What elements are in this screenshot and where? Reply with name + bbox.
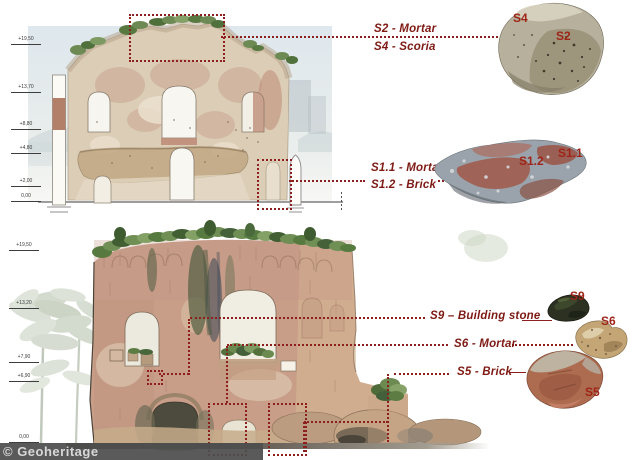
tag-s9: S9 [570,289,585,303]
leader-line-s6-vertical [226,346,228,403]
bottom-elevation-drawing [9,220,508,451]
tag-s11: S1.1 [558,146,583,160]
elevation-value: 0,00 [21,193,31,199]
tag-s4: S4 [513,11,528,25]
elevation-mark: +19,50 [11,36,41,45]
leader-line-s5-to-sample [509,372,526,373]
elevation-mark: +4,80 [11,145,41,154]
elevation-mark: +2,00 [11,178,41,187]
elevation-mark: +8,80 [11,121,41,130]
elevation-mark: +13,20 [9,300,39,309]
sample-photo-s2-s4 [498,2,604,95]
elevation-value: +8,80 [19,121,33,127]
elevation-value: +7,90 [17,354,31,360]
sample-area-box-s9 [147,370,163,385]
elevation-value: 0,00 [19,434,29,440]
elevation-mark: +13,70 [11,84,41,93]
watermark-bar [0,443,263,460]
elevation-value: +13,70 [18,84,34,90]
sample-area-box-bottom-center [268,403,307,456]
label-s9-building-stone: S9 – Building stone [430,310,541,322]
elevation-mark: +19,50 [9,242,39,251]
top-elevation-drawing [28,15,343,213]
elevation-mark: 0,00 [11,193,41,202]
leader-line-s9 [190,317,425,319]
sample-area-box-s2-s4 [129,14,225,62]
elevation-value: +6,90 [17,373,31,379]
leader-line-s9-stub [159,373,189,375]
leader-line-s9-vertical [188,319,190,375]
elevation-value: +4,80 [19,145,33,151]
label-s11-mortar: S1.1 - Mortar [371,162,444,174]
leader-line-s6 [227,344,448,346]
leader-line-s2-s4 [221,36,498,38]
elevation-value: +13,20 [16,300,32,306]
label-s5-brick: S5 - Brick [457,366,513,378]
sample-photo-s5 [526,350,604,409]
sample-photo-s1 [434,139,587,204]
label-s12-brick: S1.2 - Brick [371,179,437,191]
sample-photo-s9 [547,294,590,322]
elevation-value: +2,00 [19,178,33,184]
elevation-value: +19,50 [16,242,32,248]
tag-s5: S5 [585,385,600,399]
leader-line-s5-vertical [387,374,389,442]
tag-s6: S6 [601,314,616,328]
label-s4-scoria: S4 - Scoria [374,41,436,53]
leader-line-s9-to-sample [522,320,552,321]
watermark-credit: © Geoheritage [3,444,99,459]
leader-line-s6-to-sample [512,344,573,346]
leader-line-s5 [394,373,449,375]
leader-line-s1-left [289,180,365,182]
elevation-value: +19,50 [18,36,34,42]
elevation-mark: +7,90 [9,354,39,363]
sample-area-edge-s5-left [303,422,305,452]
tag-s2: S2 [556,29,571,43]
label-s2-mortar: S2 - Mortar [374,23,437,35]
elevation-mark: +6,90 [9,373,39,382]
label-s6-mortar: S6 - Mortar [454,338,517,350]
tag-s12: S1.2 [519,154,544,168]
sample-area-edge-s5 [304,421,388,423]
sample-photo-s6 [575,320,628,359]
sample-area-box-s1 [257,159,292,210]
elevation-mark: 0,00 [9,434,39,443]
